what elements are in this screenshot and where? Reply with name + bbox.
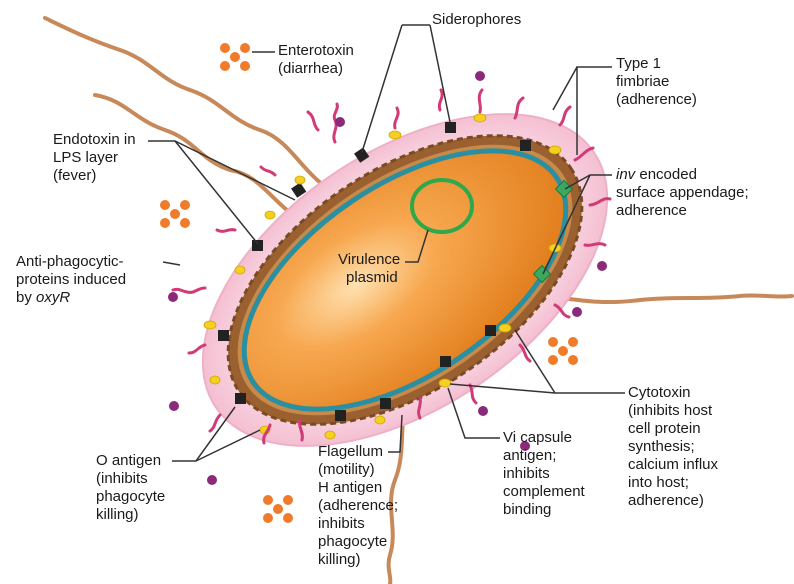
label-cytotoxin-line-7: adherence) bbox=[628, 492, 718, 510]
label-plasmid-line-1: Virulence bbox=[338, 251, 400, 269]
label-fimbriae-line-1: Type 1 bbox=[616, 55, 697, 73]
label-cytotoxin-line-6: into host; bbox=[628, 474, 718, 492]
label-cytotoxin: Cytotoxin (inhibits host cell protein sy… bbox=[628, 384, 718, 510]
label-cytotoxin-line-5: calcium influx bbox=[628, 456, 718, 474]
enterotoxin-1 bbox=[220, 43, 250, 71]
label-antiphago-line-2: proteins induced bbox=[16, 271, 126, 289]
label-cytotoxin-line-3: cell protein bbox=[628, 420, 718, 438]
label-o-antigen: O antigen (inhibits phagocyte killing) bbox=[96, 452, 165, 524]
label-vi-line-5: binding bbox=[503, 501, 585, 519]
label-flagellum-line-6: phagocyte bbox=[318, 533, 398, 551]
label-inv-line-3: adherence bbox=[616, 202, 749, 220]
siderophore-6 bbox=[218, 330, 229, 341]
label-enterotoxin: Enterotoxin (diarrhea) bbox=[278, 42, 354, 78]
label-fimbriae-line-2: fimbriae bbox=[616, 73, 697, 91]
siderophore-5 bbox=[252, 240, 263, 251]
label-inv-line-1: inv encoded bbox=[616, 166, 749, 184]
label-vi-line-3: inhibits bbox=[503, 465, 585, 483]
label-flagellum-line-1: Flagellum bbox=[318, 443, 398, 461]
siderophore-10 bbox=[440, 356, 451, 367]
label-endotoxin-line-2: LPS layer bbox=[53, 149, 136, 167]
label-endotoxin-line-1: Endotoxin in bbox=[53, 131, 136, 149]
label-inv-rest: encoded bbox=[635, 166, 697, 183]
label-plasmid-line-2: plasmid bbox=[338, 269, 400, 287]
label-inv-appendage: inv encoded surface appendage; adherence bbox=[616, 166, 749, 220]
siderophore-8 bbox=[335, 410, 346, 421]
label-antiphago-prefix: by bbox=[16, 289, 36, 306]
label-flagellum: Flagellum (motility) H antigen (adherenc… bbox=[318, 443, 398, 569]
label-inv-line-2: surface appendage; bbox=[616, 184, 749, 202]
label-antiphago-italic: oxyR bbox=[36, 289, 70, 306]
label-siderophores: Siderophores bbox=[432, 11, 521, 29]
label-antiphago-line-3: by oxyR bbox=[16, 289, 126, 307]
label-cytotoxin-line-1: Cytotoxin bbox=[628, 384, 718, 402]
label-flagellum-line-4: (adherence; bbox=[318, 497, 398, 515]
label-inv-italic: inv bbox=[616, 166, 635, 183]
flagellum-right bbox=[540, 295, 792, 302]
label-vi-line-2: antigen; bbox=[503, 447, 585, 465]
label-flagellum-line-2: (motility) bbox=[318, 461, 398, 479]
label-cytotoxin-line-4: synthesis; bbox=[628, 438, 718, 456]
label-enterotoxin-line-2: (diarrhea) bbox=[278, 60, 354, 78]
label-vi-line-4: complement bbox=[503, 483, 585, 501]
label-o-antigen-line-3: phagocyte bbox=[96, 488, 165, 506]
label-cytotoxin-line-2: (inhibits host bbox=[628, 402, 718, 420]
label-endotoxin: Endotoxin in LPS layer (fever) bbox=[53, 131, 136, 185]
label-anti-phagocytic: Anti-phagocytic- proteins induced by oxy… bbox=[16, 253, 126, 307]
label-vi-capsule: Vi capsule antigen; inhibits complement … bbox=[503, 429, 585, 519]
leader-antiphago bbox=[163, 262, 180, 265]
siderophore-2 bbox=[445, 122, 456, 133]
label-enterotoxin-line-1: Enterotoxin bbox=[278, 42, 354, 60]
enterotoxin-3 bbox=[548, 337, 578, 365]
enterotoxin-2 bbox=[160, 200, 190, 228]
label-flagellum-line-7: killing) bbox=[318, 551, 398, 569]
label-o-antigen-line-2: (inhibits bbox=[96, 470, 165, 488]
label-o-antigen-line-4: killing) bbox=[96, 506, 165, 524]
enterotoxin-4 bbox=[263, 495, 293, 523]
label-antiphago-line-1: Anti-phagocytic- bbox=[16, 253, 126, 271]
label-flagellum-line-5: inhibits bbox=[318, 515, 398, 533]
label-fimbriae-line-3: (adherence) bbox=[616, 91, 697, 109]
label-siderophores-line-1: Siderophores bbox=[432, 11, 521, 29]
label-vi-line-1: Vi capsule bbox=[503, 429, 585, 447]
siderophore-3 bbox=[520, 140, 531, 151]
siderophore-7 bbox=[235, 393, 246, 404]
label-flagellum-line-3: H antigen bbox=[318, 479, 398, 497]
label-endotoxin-line-3: (fever) bbox=[53, 167, 136, 185]
siderophore-11 bbox=[485, 325, 496, 336]
label-virulence-plasmid: Virulence plasmid bbox=[338, 251, 400, 287]
label-type1-fimbriae: Type 1 fimbriae (adherence) bbox=[616, 55, 697, 109]
label-o-antigen-line-1: O antigen bbox=[96, 452, 165, 470]
siderophore-9 bbox=[380, 398, 391, 409]
